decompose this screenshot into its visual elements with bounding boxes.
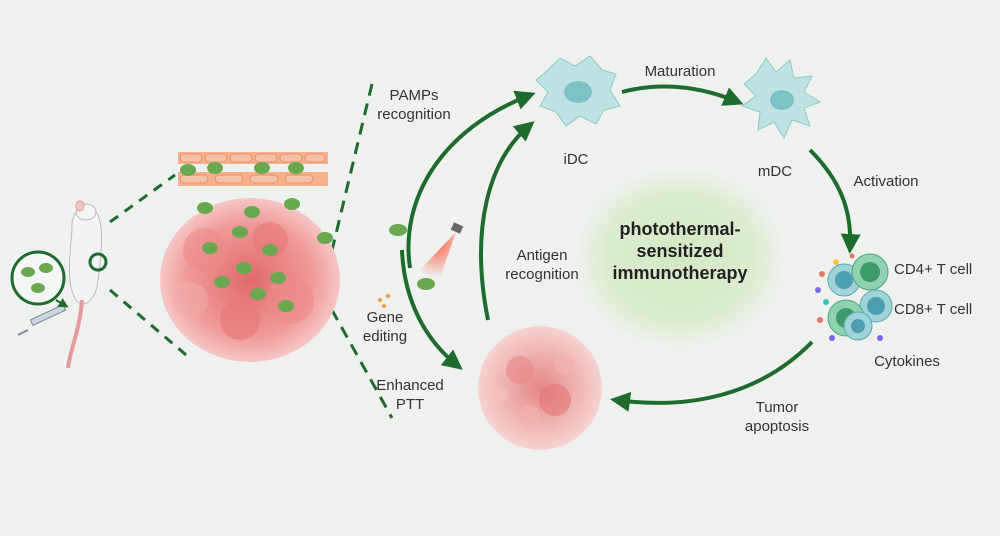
apoptosis-arrow xyxy=(610,340,814,412)
bacteria-icon xyxy=(21,263,53,293)
maturation-arrow xyxy=(621,84,744,106)
zoom-line-right-top xyxy=(320,83,374,293)
maturation-label: Maturation xyxy=(644,63,716,80)
pamps-arrow xyxy=(406,90,536,269)
center-glow xyxy=(575,168,785,348)
injection-site-circle xyxy=(10,250,66,306)
cytokines-label: Cytokines xyxy=(874,353,940,370)
cd4-tcell-label: CD4+ T cell xyxy=(894,261,973,278)
tail-marker-circle xyxy=(88,252,108,272)
apoptotic-tumor-icon xyxy=(478,326,602,450)
mdc-label: mDC xyxy=(757,163,793,180)
t-cell-icon xyxy=(827,253,893,341)
mouse-icon xyxy=(66,200,102,369)
tumor-mass-icon xyxy=(160,198,340,362)
laser-icon xyxy=(378,222,464,308)
syringe-icon xyxy=(17,304,67,336)
activation-label: Activation xyxy=(853,173,919,190)
zoom-line-top xyxy=(109,173,176,224)
cytokine-dots-icon xyxy=(815,253,883,341)
tumor-bacteria-group xyxy=(180,162,333,312)
idc-label: iDC xyxy=(563,151,589,168)
antigen-arrow xyxy=(479,121,535,321)
cd8-tcell-label: CD8+ T cell xyxy=(894,301,973,318)
free-bacterium-icon xyxy=(389,224,407,236)
idc-cell-icon xyxy=(535,55,621,127)
injection-arrow xyxy=(55,298,69,308)
gene-editing-arrow xyxy=(400,249,463,370)
endothelial-layer-icon xyxy=(178,152,328,186)
mdc-cell-icon xyxy=(740,57,822,140)
zoom-line-right-bottom xyxy=(320,291,394,419)
activation-arrow xyxy=(808,148,861,254)
